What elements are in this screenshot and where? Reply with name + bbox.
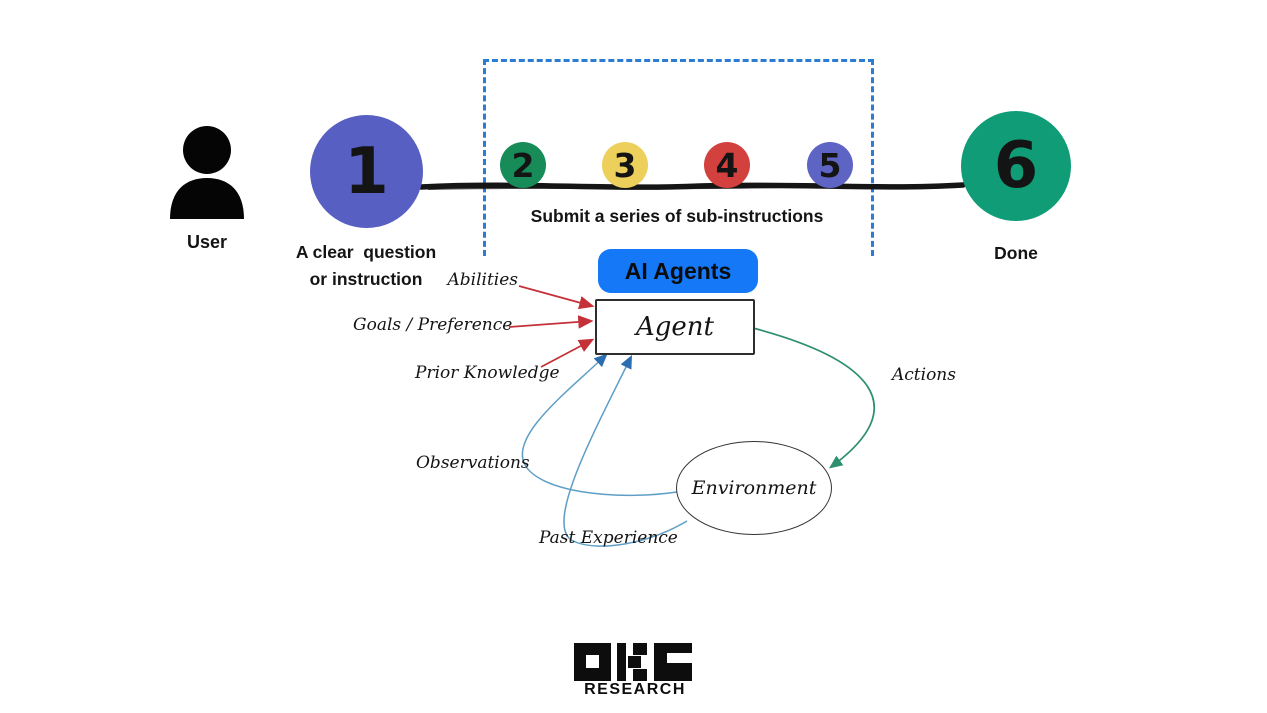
abilities-label: Abilities — [447, 270, 518, 290]
ai-agents-badge: AI Agents — [598, 249, 758, 293]
step-number-6: 6 — [993, 129, 1039, 203]
past-experience-label: Past Experience — [539, 528, 678, 548]
done-caption: Done — [994, 243, 1038, 263]
observations-arrow — [521, 353, 678, 497]
actions-arrow — [752, 327, 875, 469]
step-number-2: 2 — [511, 145, 535, 185]
step-circle-5: 5 — [807, 142, 853, 188]
step-circle-3: 3 — [602, 142, 648, 188]
step-number-4: 4 — [715, 145, 739, 185]
subinstructions-caption: Submit a series of sub-instructions — [530, 206, 824, 226]
step-number-5: 5 — [818, 145, 842, 185]
step-circle-6: 6 — [961, 111, 1071, 221]
prior-knowledge-arrow — [540, 338, 595, 368]
step-circle-2: 2 — [500, 142, 546, 188]
user-label: User — [186, 232, 228, 252]
step-number-1: 1 — [344, 134, 389, 209]
step-number-3: 3 — [613, 145, 637, 185]
environment-label: Environment — [691, 477, 817, 499]
subinstructions-group-box — [483, 59, 874, 256]
research-label: RESEARCH — [584, 681, 686, 698]
actions-label: Actions — [892, 365, 956, 385]
goals-label: Goals / Preference — [353, 315, 513, 335]
okg-logo: OKG RESEARCH — [572, 641, 698, 701]
step1-caption-line2: or instruction — [309, 269, 423, 290]
step1-caption-line1: A clear question — [295, 242, 437, 262]
environment-ellipse: Environment — [676, 441, 832, 535]
past-experience-arrow — [563, 354, 688, 547]
goals-arrow — [508, 315, 594, 329]
prior-knowledge-label: Prior Knowledge — [415, 363, 560, 383]
step1-caption: A clear question or instruction — [270, 239, 462, 293]
abilities-arrow — [518, 285, 595, 310]
okg-logo-text: OKG — [572, 641, 573, 642]
timeline-line — [418, 182, 966, 190]
okg-logo-icon — [574, 643, 692, 681]
user-icon — [170, 126, 244, 219]
agent-label: Agent — [636, 312, 714, 342]
step-circle-1: 1 — [310, 115, 423, 228]
step-circle-4: 4 — [704, 142, 750, 188]
agent-box: Agent — [595, 299, 755, 355]
observations-label: Observations — [416, 453, 530, 473]
